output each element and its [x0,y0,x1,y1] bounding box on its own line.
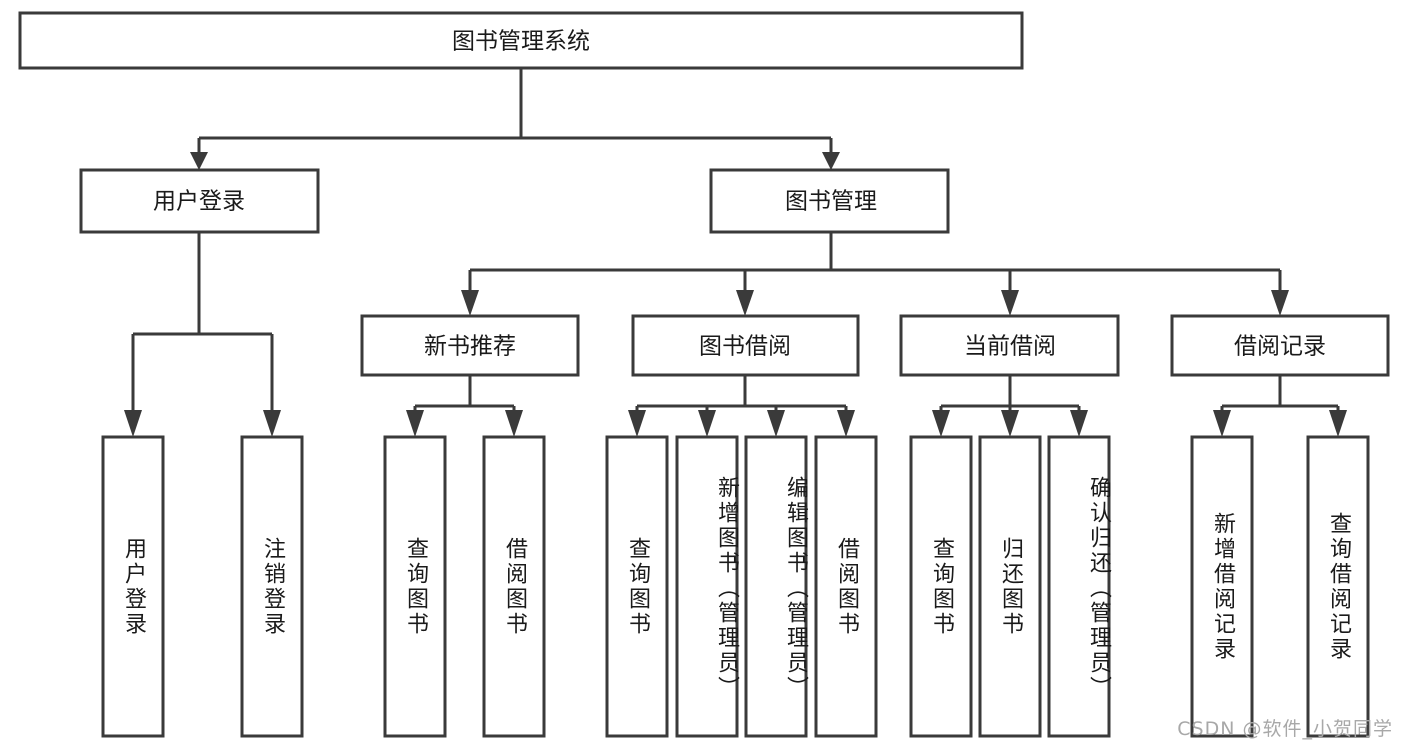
node-leaf-edit-book-box[interactable] [744,435,808,738]
node-leaf-user-login-box[interactable] [101,435,165,738]
connector-group-currentborrow-to-leaves [932,375,1088,437]
connector-group-borrowrecord-to-leaves [1213,375,1347,437]
node-leaf-query-book-1-box[interactable] [383,435,447,738]
node-leaf-borrow-book-2-box[interactable] [814,435,878,738]
node-borrow-record-label: 借阅记录 [1234,334,1326,360]
node-leaf-user-logout-box[interactable] [240,435,304,738]
arrow-head-to-leaf-query-book-3 [932,410,950,437]
node-leaf-query-record-box[interactable] [1306,435,1370,738]
arrow-head-to-leaf-confirm-return [1070,410,1088,437]
arrow-head-to-leaf-return-book [1001,410,1019,437]
node-borrow-record[interactable]: 借阅记录 [1170,314,1390,377]
connector-group-userlogin-to-leaves [124,232,281,437]
node-book-management-box[interactable] [709,168,950,234]
node-new-book-recommend-box[interactable] [360,314,580,377]
connector-group-root-to-level2 [190,68,840,170]
node-current-borrow-label: 当前借阅 [964,334,1056,360]
connector-group-newbook-to-leaves [406,375,523,437]
connector-borrowrecord-branch [1220,375,1340,418]
arrow-head-to-leaf-query-book-1 [406,410,424,437]
node-leaf-query-book-2-box[interactable] [605,435,669,738]
arrow-head-to-book-management [822,152,840,170]
arrow-head-to-current-borrow [1001,290,1019,316]
node-book-management-label: 图书管理 [785,189,877,215]
node-leaf-add-book-box[interactable] [675,435,739,738]
arrow-head-to-user-login [190,152,208,170]
node-leaf-confirm-return-box[interactable] [1047,435,1111,738]
node-book-borrow[interactable]: 图书借阅 [631,314,860,377]
arrow-head-to-leaf-add-book [698,410,716,437]
node-book-borrow-label: 图书借阅 [699,334,791,360]
arrow-head-to-book-borrow [736,290,754,316]
arrow-head-to-leaf-borrow-book-2 [837,410,855,437]
arrow-head-to-leaf-user-logout [263,410,281,437]
node-root-label: 图书管理系统 [452,29,590,55]
node-current-borrow[interactable]: 当前借阅 [899,314,1120,377]
node-leaf-borrow-book-1-box[interactable] [482,435,546,738]
node-borrow-record-box[interactable] [1170,314,1390,377]
node-book-management[interactable]: 图书管理 [709,168,950,234]
node-leaf-add-record-box[interactable] [1190,435,1254,738]
node-root-box[interactable] [18,11,1024,70]
arrow-head-to-leaf-user-login [124,410,142,437]
csdn-watermark: CSDN @软件_小贺同学 [1177,718,1393,740]
connector-group-bookborrow-to-leaves [628,375,855,437]
connector-userlogin-branch [131,232,274,418]
node-leaf-query-book-3-box[interactable] [909,435,973,738]
arrow-head-to-borrow-record [1271,290,1289,316]
connector-newbook-branch [413,375,516,418]
arrow-head-to-leaf-add-record [1213,410,1231,437]
node-root[interactable]: 图书管理系统 [18,11,1024,70]
arrow-head-to-new-book-recommend [461,290,479,316]
node-book-borrow-box[interactable] [631,314,860,377]
node-leaf-return-book-box[interactable] [978,435,1042,738]
node-current-borrow-box[interactable] [899,314,1120,377]
arrow-head-to-leaf-query-record [1329,410,1347,437]
arrow-head-to-leaf-borrow-book-1 [505,410,523,437]
connector-group-bookmgmt-to-level3 [461,232,1289,316]
connector-root-branch [197,68,833,160]
node-user-login-label: 用户登录 [153,189,245,215]
connector-bookmgmt-branch [468,232,1282,298]
node-new-book-recommend[interactable]: 新书推荐 [360,314,580,377]
node-new-book-recommend-label: 新书推荐 [424,334,516,360]
node-user-login[interactable]: 用户登录 [79,168,320,234]
arrow-head-to-leaf-query-book-2 [628,410,646,437]
arrow-head-to-leaf-edit-book [767,410,785,437]
connector-bookborrow-branch [635,375,848,418]
node-user-login-box[interactable] [79,168,320,234]
